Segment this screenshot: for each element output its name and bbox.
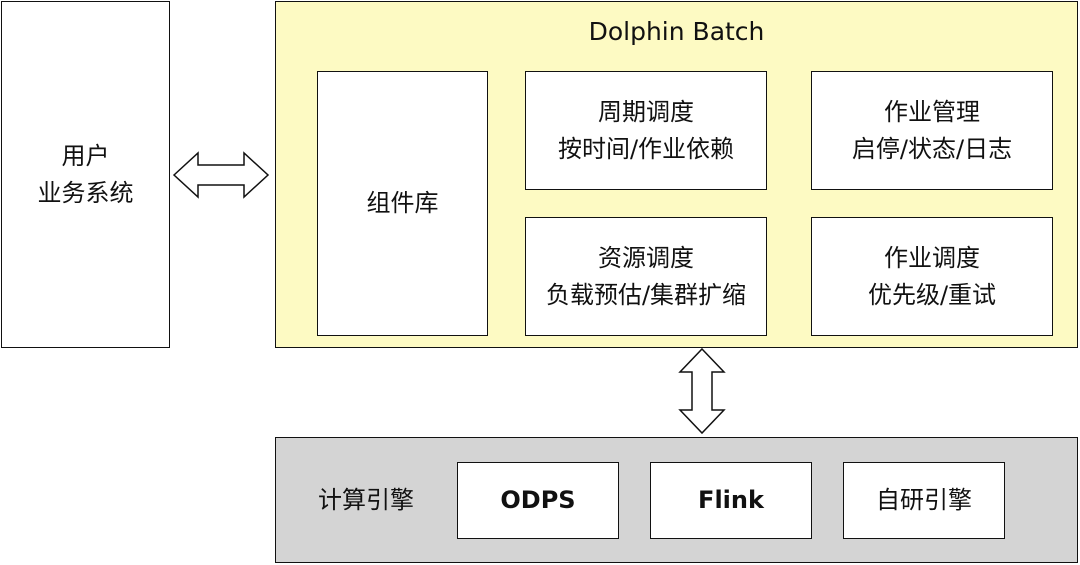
resource-scheduling-detail: 负载预估/集群扩缩 [545, 280, 747, 309]
periodic-scheduling-detail: 按时间/作业依赖 [557, 134, 735, 163]
job-management-title: 作业管理 [884, 97, 980, 126]
periodic-scheduling-title: 周期调度 [598, 97, 694, 126]
job-scheduling-title: 作业调度 [884, 243, 980, 272]
dolphin-batch-title: Dolphin Batch [588, 17, 765, 46]
engine-flink-box: Flink [650, 462, 812, 539]
engine-custom-label: 自研引擎 [876, 486, 972, 514]
horizontal-double-arrow-icon [172, 151, 270, 199]
job-management-detail: 启停/状态/日志 [851, 134, 1013, 163]
engine-custom-box: 自研引擎 [843, 462, 1005, 539]
job-scheduling-detail: 优先级/重试 [867, 280, 997, 309]
user-business-system-box: 用户 业务系统 [1, 1, 170, 348]
job-scheduling-box: 作业调度 优先级/重试 [811, 217, 1053, 336]
component-library-box: 组件库 [317, 71, 488, 336]
resource-scheduling-title: 资源调度 [598, 243, 694, 272]
engine-flink-label: Flink [698, 486, 764, 514]
periodic-scheduling-box: 周期调度 按时间/作业依赖 [525, 71, 767, 190]
compute-engine-label: 计算引擎 [318, 486, 414, 514]
user-system-line2: 业务系统 [37, 178, 134, 207]
resource-scheduling-box: 资源调度 负载预估/集群扩缩 [525, 217, 767, 336]
component-library-label: 组件库 [366, 189, 439, 217]
engine-odps-label: ODPS [500, 486, 576, 514]
user-system-line1: 用户 [61, 141, 110, 170]
engine-odps-box: ODPS [457, 462, 619, 539]
vertical-double-arrow-icon [678, 347, 726, 435]
job-management-box: 作业管理 启停/状态/日志 [811, 71, 1053, 190]
